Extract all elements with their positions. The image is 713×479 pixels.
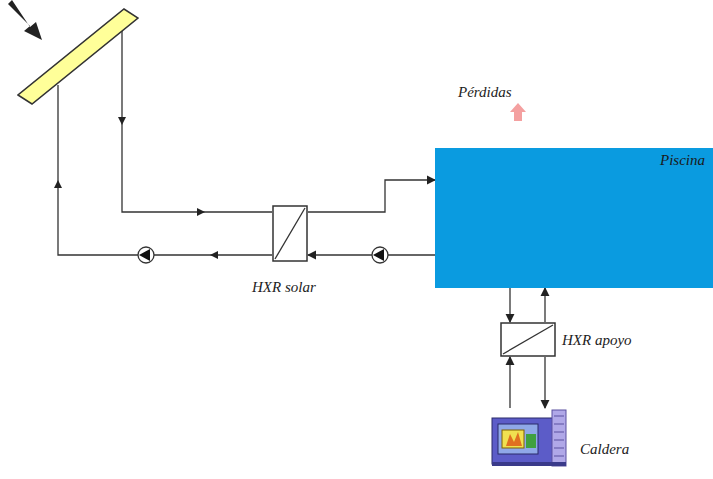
pipe-connector [509,288,510,322]
collector-pipe [58,85,272,255]
collector-arrow [118,117,126,125]
annotation-label: Pérdidas [458,83,512,101]
pump-symbol [138,247,154,263]
pipe-connector [308,180,435,212]
boiler-symbol [490,408,570,468]
pipe-connector [509,357,510,408]
losses-arrow [510,103,526,121]
heat-exchanger: HXR solar [252,205,316,296]
boiler-icon: Caldera [490,408,629,468]
heat-exchanger: HXR apoyo [500,322,632,357]
pipe-connector [544,357,545,408]
collector-pipe [122,22,272,212]
heat-exchanger-symbol [272,205,308,262]
pool-rect: Piscina [435,148,713,288]
node-label: Caldera [580,440,629,458]
pump-symbol [372,247,388,263]
sun-arrow [8,0,42,40]
flow-arrow [210,251,218,259]
flow-arrow [197,208,205,216]
node-label: Piscina [660,151,705,169]
pipe-connector [544,288,545,322]
heat-exchanger-symbol [500,322,556,357]
node-label: HXR apoyo [562,331,632,349]
node-label: HXR solar [252,278,316,296]
collector-arrow [54,180,62,188]
